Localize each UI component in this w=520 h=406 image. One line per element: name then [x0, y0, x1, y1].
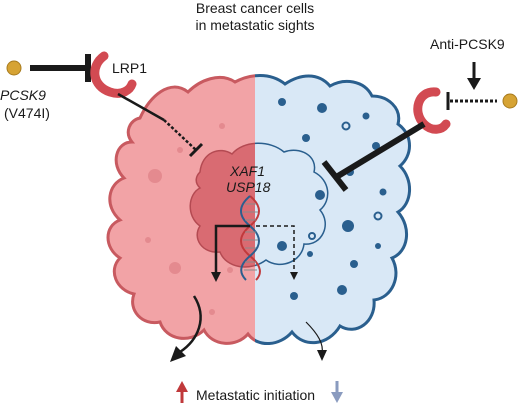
pcsk9-variant-label: (V474I) — [4, 105, 50, 121]
right-ring-vesicles — [308, 121, 383, 240]
gene-usp18-label: USP18 — [226, 179, 271, 195]
anti-pcsk9-label: Anti-PCSK9 — [430, 36, 505, 52]
lrp1-to-nucleus-inhibition — [117, 92, 204, 158]
curved-arrow-left — [170, 295, 202, 362]
lrp1-label: LRP1 — [112, 60, 147, 76]
down-arrow-icon — [331, 381, 343, 403]
receptor-to-nucleus-inhibition — [321, 121, 426, 192]
title-line-2: in metastatic sights — [195, 17, 314, 33]
gene-xaf1-label: XAF1 — [229, 163, 265, 179]
transcription-arrow-dashed — [256, 225, 298, 280]
outcome-label: Metastatic initiation — [196, 387, 315, 403]
pcsk9-right-ligand-icon — [502, 93, 518, 109]
title-line-1: Breast cancer cells — [196, 0, 314, 16]
curved-arrow-right — [305, 321, 327, 361]
dna-helix-icon — [240, 195, 261, 281]
up-arrow-icon — [176, 381, 188, 403]
left-vesicles — [145, 123, 233, 315]
lrp1-receptor-icon — [90, 51, 137, 98]
pcsk9-inhibition-bar — [30, 54, 91, 82]
transcription-arrow-solid — [211, 224, 250, 282]
pcsk9-label: PCSK9 — [0, 87, 46, 103]
anti-pcsk9-arrow — [467, 62, 481, 90]
anti-pcsk9-dotted-inhibition — [446, 92, 497, 110]
right-vesicles — [277, 98, 387, 300]
pcsk9-ligand-icon — [6, 60, 22, 76]
